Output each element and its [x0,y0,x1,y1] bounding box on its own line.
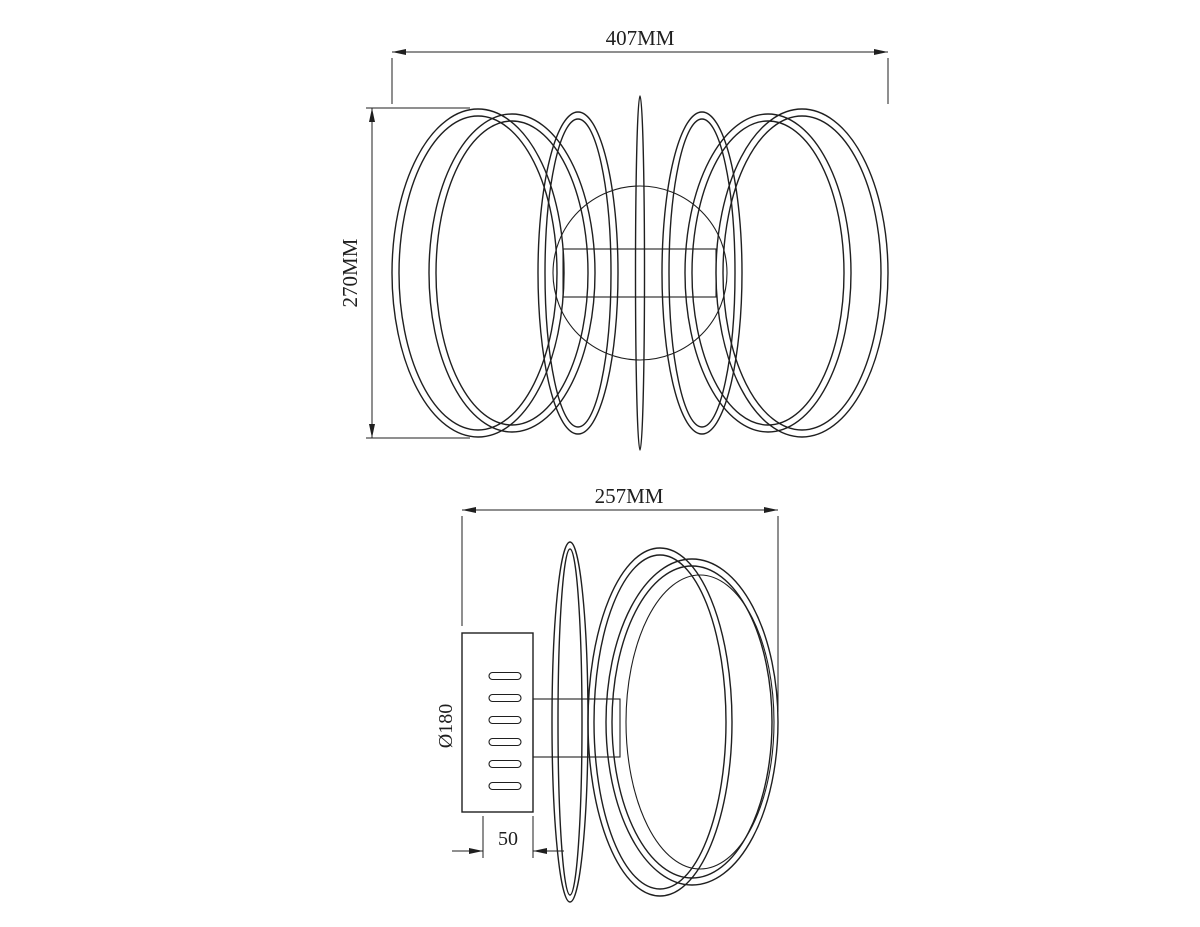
ring-outline [587,547,733,897]
ring-outline [537,111,619,435]
plate-depth-label: 50 [498,828,518,850]
center-disc-edge [634,95,646,451]
vent-slot [488,715,522,725]
canopy-circle [552,185,728,361]
ring-outline [398,115,558,431]
ring-outline [684,113,852,433]
vent-slot [488,693,522,703]
front-width-label: 407MM [606,26,675,50]
vent-slot [488,737,522,747]
vent-slot [488,671,522,681]
ring-outline [691,120,845,426]
ring-outline [611,565,773,879]
plate-diameter-label: Ø180 [435,704,457,748]
ring-outline [544,118,612,428]
front-left-rings [391,108,619,438]
side-rings [551,541,779,903]
side-depth-label: 257MM [595,484,664,508]
front-view: 407MM 270MM [338,26,889,451]
mounting-plate: Ø180 [435,632,534,813]
ring-outline [661,111,743,435]
vent-slot [488,781,522,791]
mounting-arm [562,248,717,298]
ring-outline [428,113,596,433]
ring-outline [435,120,589,426]
ring-outline [557,548,583,896]
vent-slot [488,759,522,769]
ring-outline [722,115,882,431]
connector-arm [532,698,621,758]
front-height-dimension: 270MM [338,107,470,439]
ring-outline [593,554,727,890]
ring-outline [668,118,736,428]
front-width-dimension: 407MM [391,26,889,104]
plate-depth-dimension: 50 [452,816,564,858]
front-height-label: 270MM [338,238,362,307]
side-view: 257MM Ø180 50 [435,484,779,903]
plate-outline [461,632,534,813]
ring-outline [391,108,565,438]
ring-outline [625,574,775,870]
front-right-rings [661,108,889,438]
side-depth-dimension: 257MM [461,484,779,712]
ring-outline [605,558,779,886]
